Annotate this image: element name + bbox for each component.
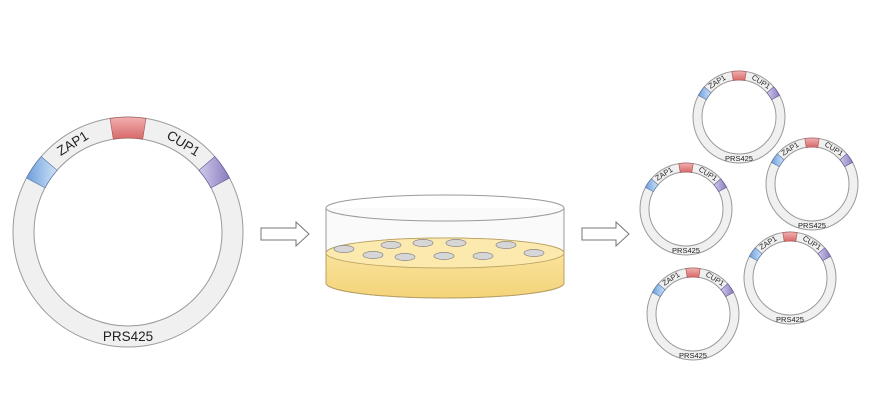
yeast-colony [394, 253, 416, 261]
cup1-segment [817, 247, 832, 262]
plasmid-name-label: PRS425 [798, 221, 826, 230]
yeast-colony [433, 252, 455, 260]
zap1-segment [770, 153, 785, 168]
red-segment [685, 267, 701, 278]
cup1-segment [766, 86, 781, 101]
petri-dish [325, 194, 565, 299]
red-segment [804, 137, 820, 148]
zap1-segment [748, 247, 763, 262]
red-segment [678, 162, 694, 173]
plasmid-name-label: PRS425 [725, 154, 753, 163]
zap1-segment [644, 178, 659, 193]
zap1-segment [697, 86, 712, 101]
arrow-right-icon [581, 220, 630, 248]
plasmid-name-label: PRS425 [776, 315, 804, 324]
yeast-colony [362, 251, 384, 259]
yeast-colony [495, 241, 517, 249]
yeast-colony [445, 239, 467, 247]
zap1-segment [651, 283, 666, 298]
plasmid-name-label: PRS425 [672, 246, 700, 255]
red-segment [109, 116, 147, 140]
plasmid-name-label: PRS425 [103, 329, 153, 344]
cup1-segment [713, 178, 728, 193]
red-segment [731, 70, 747, 81]
arrow-right-icon [260, 220, 310, 248]
cup1-segment [198, 156, 230, 189]
yeast-colony [472, 252, 494, 260]
yeast-colony [523, 249, 545, 257]
zap1-segment [26, 156, 58, 189]
yeast-colony [412, 239, 434, 247]
red-segment [782, 231, 798, 242]
colonies [333, 239, 545, 261]
plasmid-name-label: PRS425 [679, 351, 707, 360]
yeast-colony [333, 245, 355, 253]
cup1-segment [839, 153, 854, 168]
cup1-segment [720, 283, 735, 298]
petri-dish-lid [325, 194, 565, 222]
yeast-colony [380, 241, 402, 249]
